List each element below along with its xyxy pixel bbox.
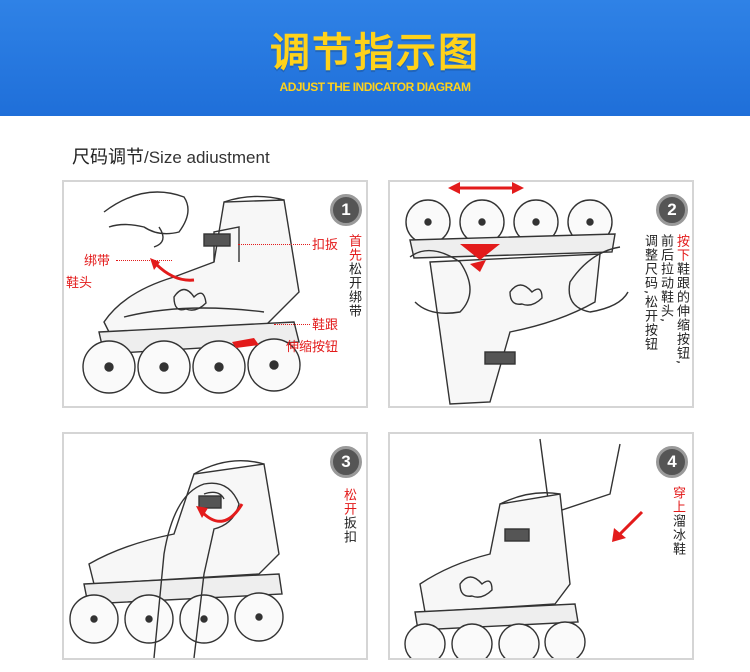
step-instruction-3: 松开扳扣 [341,488,356,544]
step-number-badge-2: 2 [656,194,688,226]
step-panel-2: 2 按下鞋跟的伸缩按钮, 前后拉动鞋头, 调整尺码,松开按钮 [388,180,694,408]
step-number-badge-1: 1 [330,194,362,226]
skate-illustration-1 [82,191,301,394]
skate-illustration-2 [405,182,629,405]
section-title-en: /Size adiustment [144,148,270,167]
button-label: 伸缩按钮 [286,340,339,355]
step-instruction-2c: 调整尺码,松开按钮 [642,234,657,352]
step-instruction-2a: 按下鞋跟的伸缩按钮, [674,234,689,366]
page-title: 调节指示图 [270,30,480,76]
section-title-cn: 尺码调节 [72,147,144,168]
page-subtitle: ADJUST THE INDICATOR DIAGRAM [279,80,471,94]
strap-leader [116,260,172,261]
step-instruction-1: 首先松开绑带 [346,234,361,318]
step-panel-3: 3 松开扳扣 [62,432,368,660]
section-title: 尺码调节/Size adiustment [72,143,270,169]
heel-leader [274,324,310,325]
step-instruction-4: 穿上溜冰鞋 [670,486,685,556]
buckle-leader [238,244,310,245]
strap-label: 绑带 [84,254,111,269]
step-instruction-2b: 前后拉动鞋头, [658,234,673,324]
heel-label: 鞋跟 [312,318,339,333]
step-number-badge-3: 3 [330,446,362,478]
header-banner: 调节指示图 ADJUST THE INDICATOR DIAGRAM [0,0,750,116]
step-number-badge-4: 4 [656,446,688,478]
step-panel-1: 1 首先松开绑带 绑带 鞋头 扣扳 鞋跟 伸缩按钮 [62,180,368,408]
buckle-label: 扣扳 [312,238,339,253]
skate-illustration-3 [69,459,284,658]
step-panel-4: 4 穿上溜冰鞋 [388,432,694,660]
skate-illustration-4 [404,438,644,658]
toe-label: 鞋头 [66,276,93,291]
